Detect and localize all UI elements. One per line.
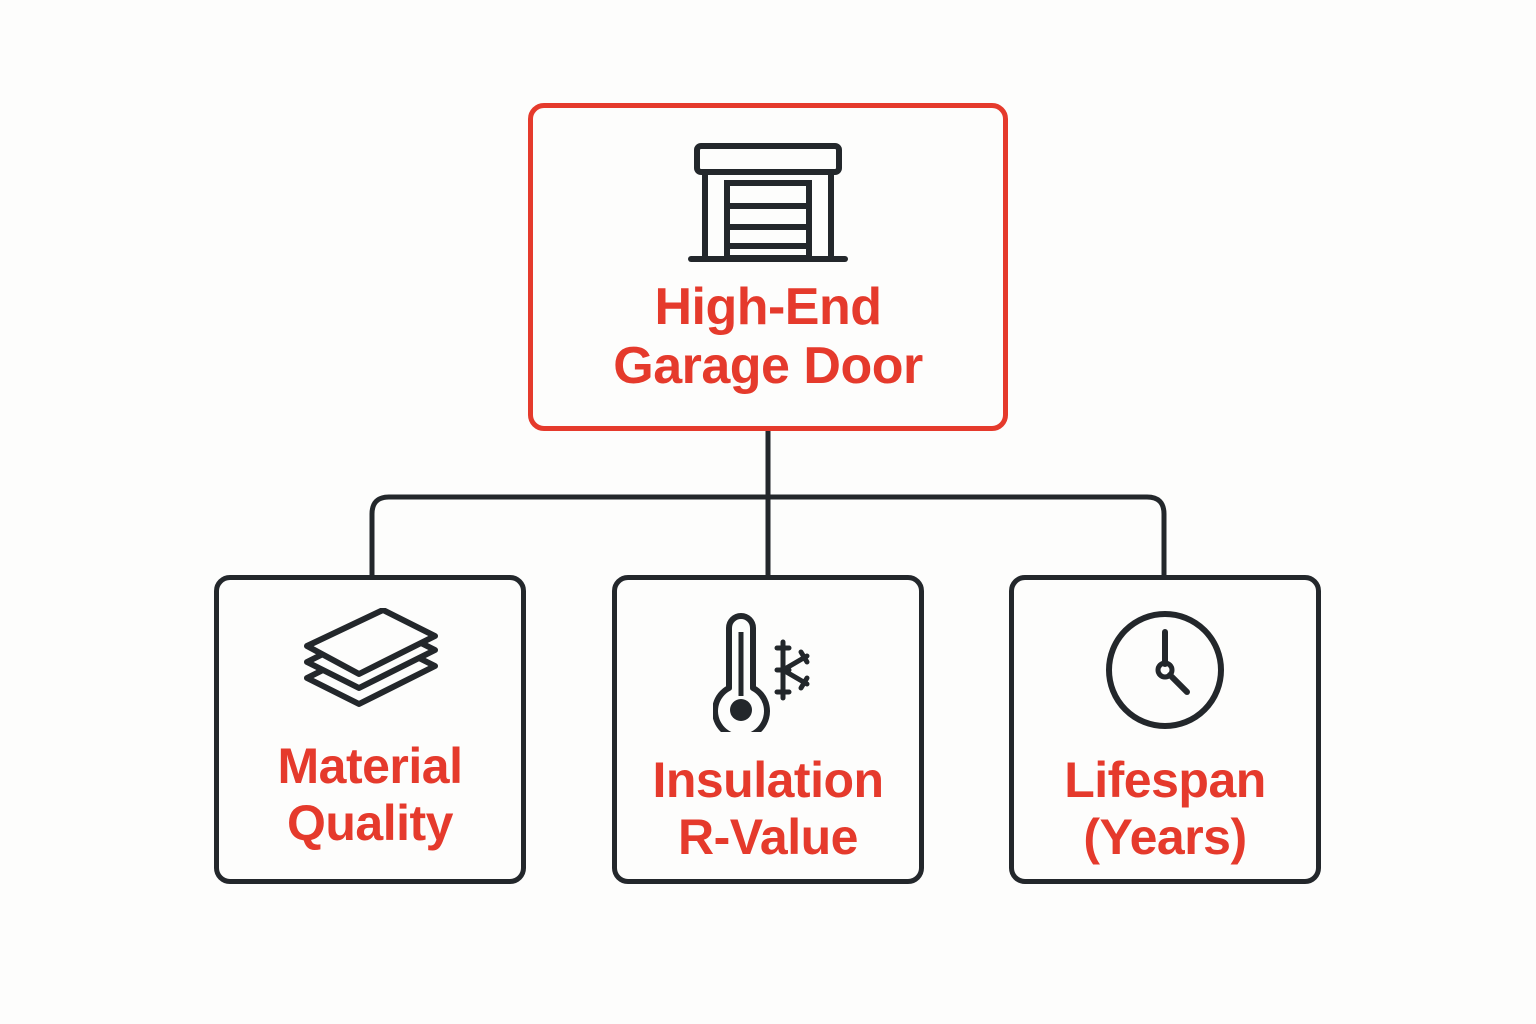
root-label-line1: High-End xyxy=(654,278,882,336)
child-label-line2: R-Value xyxy=(678,808,858,865)
child-label-line1: Insulation xyxy=(652,752,884,808)
child-label-line2: (Years) xyxy=(1083,808,1247,865)
child-label: Insulation R-Value xyxy=(652,752,884,865)
branch-connector xyxy=(369,494,1167,576)
root-node-high-end-garage-door: High-End Garage Door xyxy=(528,103,1008,431)
child-label-line1: Material xyxy=(277,738,463,794)
child-node-insulation-r-value: Insulation R-Value xyxy=(612,575,924,884)
child-node-lifespan-years: Lifespan (Years) xyxy=(1009,575,1321,884)
child-label: Material Quality xyxy=(278,738,463,851)
thermometer-snowflake-icon xyxy=(713,613,810,732)
child-label-line2: Quality xyxy=(287,794,453,851)
child-label: Lifespan (Years) xyxy=(1064,752,1266,865)
layers-icon xyxy=(304,608,438,707)
clock-icon xyxy=(1106,611,1224,729)
root-label: High-End Garage Door xyxy=(613,278,923,396)
child-node-material-quality: Material Quality xyxy=(214,575,526,884)
root-label-line2: Garage Door xyxy=(613,336,923,395)
child-label-line1: Lifespan xyxy=(1064,752,1266,808)
garage-door-icon xyxy=(688,143,848,262)
